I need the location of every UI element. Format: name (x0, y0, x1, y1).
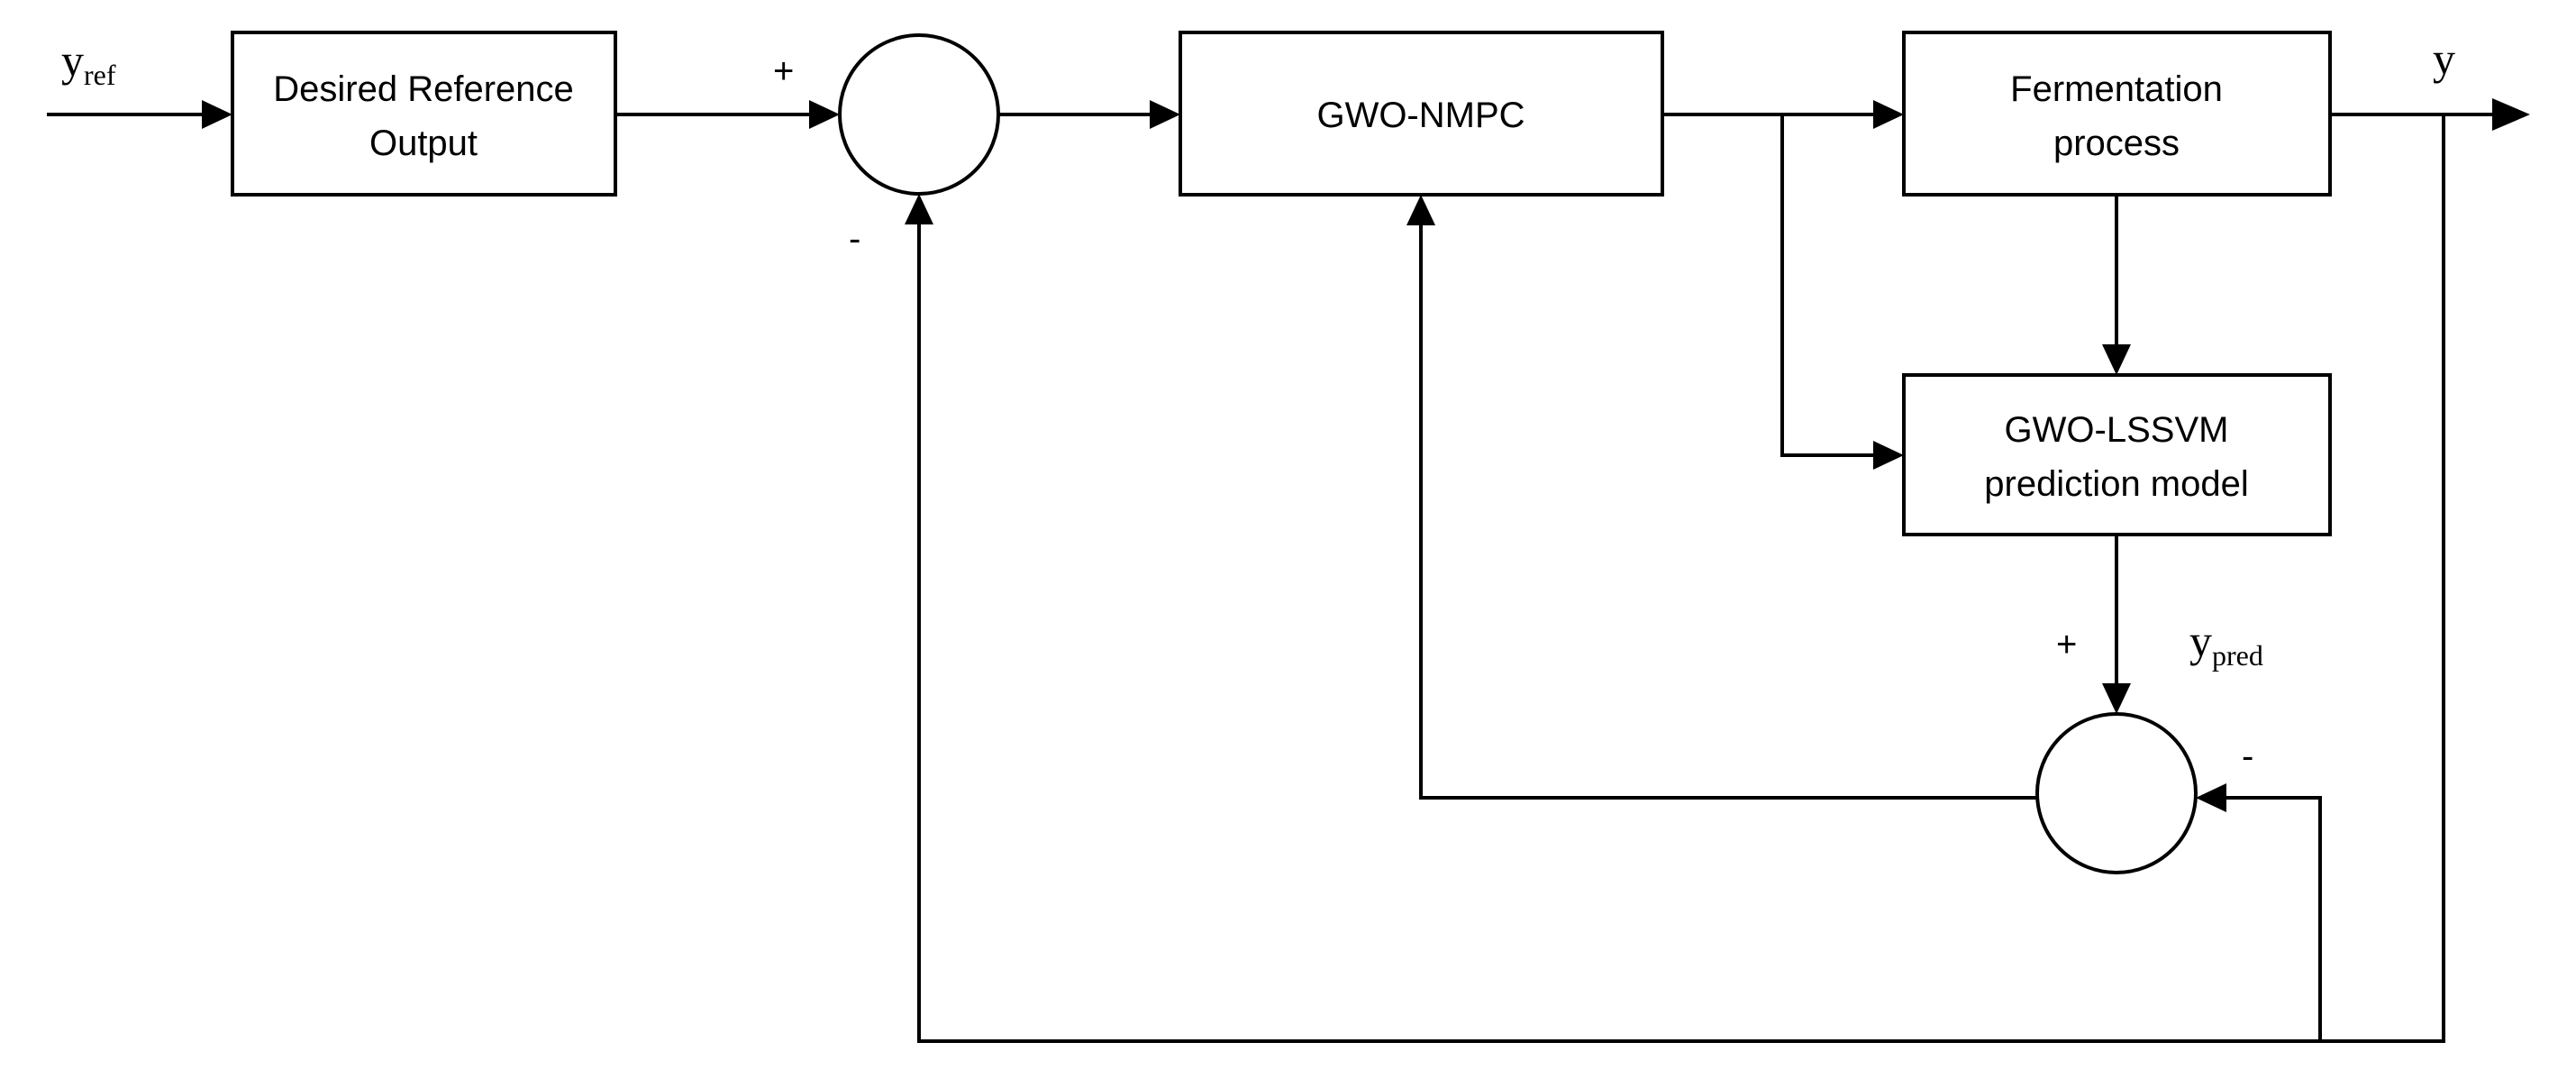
arrowhead-into-fermentation (1873, 100, 1904, 129)
reference-signal-label: yref (61, 35, 116, 91)
arrowheads (202, 98, 2530, 812)
prediction-signal-label: ypred (2189, 616, 2263, 672)
arrowhead-into-model-top (2102, 344, 2131, 375)
output-feedback-wire (917, 114, 2445, 1043)
gwo-lssvm-prediction-model-block: GWO-LSSVM prediction model (1902, 373, 2332, 536)
gwo-lssvm-label-line2: prediction model (1984, 464, 2249, 504)
desired-reference-label-line2: Output (369, 123, 478, 163)
desired-reference-label-line1: Desired Reference (273, 69, 574, 109)
arrowhead-into-main-sum-bottom (905, 194, 933, 224)
fermentation-process-block: Fermentation process (1902, 31, 2332, 197)
control-branch-to-model-wire (1780, 114, 1877, 457)
main-sum-plus-sign: + (773, 51, 794, 91)
main-summing-junction (838, 33, 1000, 196)
arrowhead-output (2492, 98, 2530, 131)
arrowhead-into-model-left (1873, 441, 1904, 470)
desired-reference-output-block: Desired Reference Output (231, 31, 617, 197)
arrowhead-into-error-sum-right (2196, 783, 2226, 812)
arrowhead-into-main-sum (809, 100, 840, 129)
error-summing-junction (2035, 712, 2198, 874)
gwo-lssvm-label-line1: GWO-LSSVM (2005, 410, 2229, 450)
error-sum-minus-sign: - (2242, 736, 2253, 776)
arrowhead-into-nmpc-bottom (1406, 195, 1435, 225)
output-signal-label: y (2433, 33, 2455, 84)
output-to-error-sum-wire (2223, 796, 2322, 1041)
main-sum-minus-sign: - (849, 219, 860, 259)
fermentation-label-line2: process (2053, 123, 2180, 163)
arrowhead-reference-input (202, 100, 232, 129)
gwo-nmpc-label: GWO-NMPC (1316, 96, 1525, 135)
signal-wires (47, 113, 2496, 1043)
arrowhead-into-nmpc (1150, 100, 1180, 129)
error-sum-plus-sign: + (2056, 625, 2077, 664)
error-to-nmpc-wire (1419, 222, 2037, 800)
gwo-nmpc-block: GWO-NMPC (1179, 31, 1664, 197)
arrowhead-into-error-sum-top (2102, 683, 2131, 714)
fermentation-label-line1: Fermentation (2010, 69, 2223, 109)
